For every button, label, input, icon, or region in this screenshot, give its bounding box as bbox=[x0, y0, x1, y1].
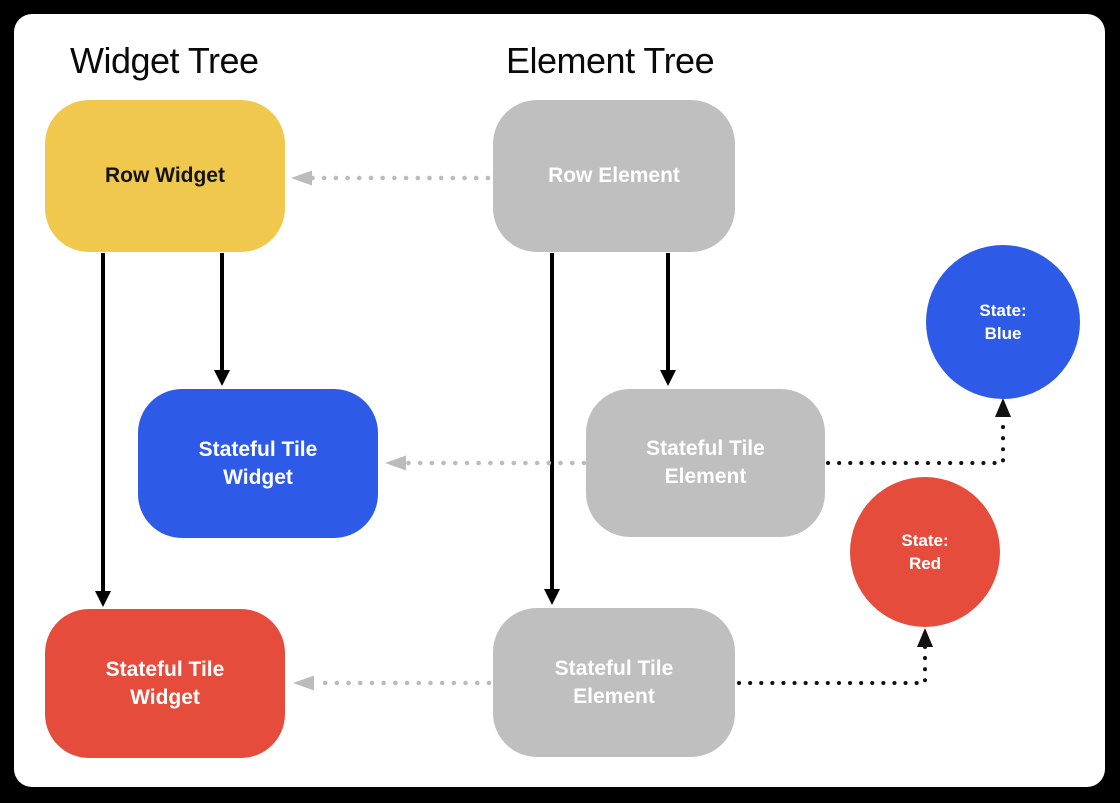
state-blue-line1: State: bbox=[979, 301, 1027, 320]
row-element-label: Row Element bbox=[548, 164, 680, 187]
state-blue-node: State: Blue bbox=[926, 245, 1080, 399]
stateful-tile-element-top-node: Stateful Tile Element bbox=[586, 389, 825, 537]
stateful-tile-widget-blue-node: Stateful Tile Widget bbox=[138, 389, 378, 538]
stateful-tile-element-bottom-node: Stateful Tile Element bbox=[493, 608, 735, 757]
stateful-tile-widget-red-label: Stateful Tile Widget bbox=[105, 657, 225, 709]
stateful-tile-element-bottom-label: Stateful Tile Element bbox=[554, 656, 674, 708]
stateful-tile-widget-red-node: Stateful Tile Widget bbox=[45, 609, 285, 758]
state-red-line1: State: bbox=[901, 531, 949, 550]
row-widget-node: Row Widget bbox=[45, 100, 285, 252]
element-tree-heading: Element Tree bbox=[506, 40, 715, 81]
row-widget-label: Row Widget bbox=[105, 164, 225, 187]
state-blue-line2: Blue bbox=[984, 324, 1022, 343]
state-red-line2: Red bbox=[908, 554, 942, 573]
state-red-node: State: Red bbox=[850, 477, 1000, 627]
stateful-tile-widget-blue-label: Stateful Tile Widget bbox=[198, 437, 318, 489]
widget-tree-heading: Widget Tree bbox=[70, 40, 259, 81]
stateful-tile-element-top-label: Stateful Tile Element bbox=[646, 437, 765, 488]
row-element-node: Row Element bbox=[493, 100, 735, 252]
